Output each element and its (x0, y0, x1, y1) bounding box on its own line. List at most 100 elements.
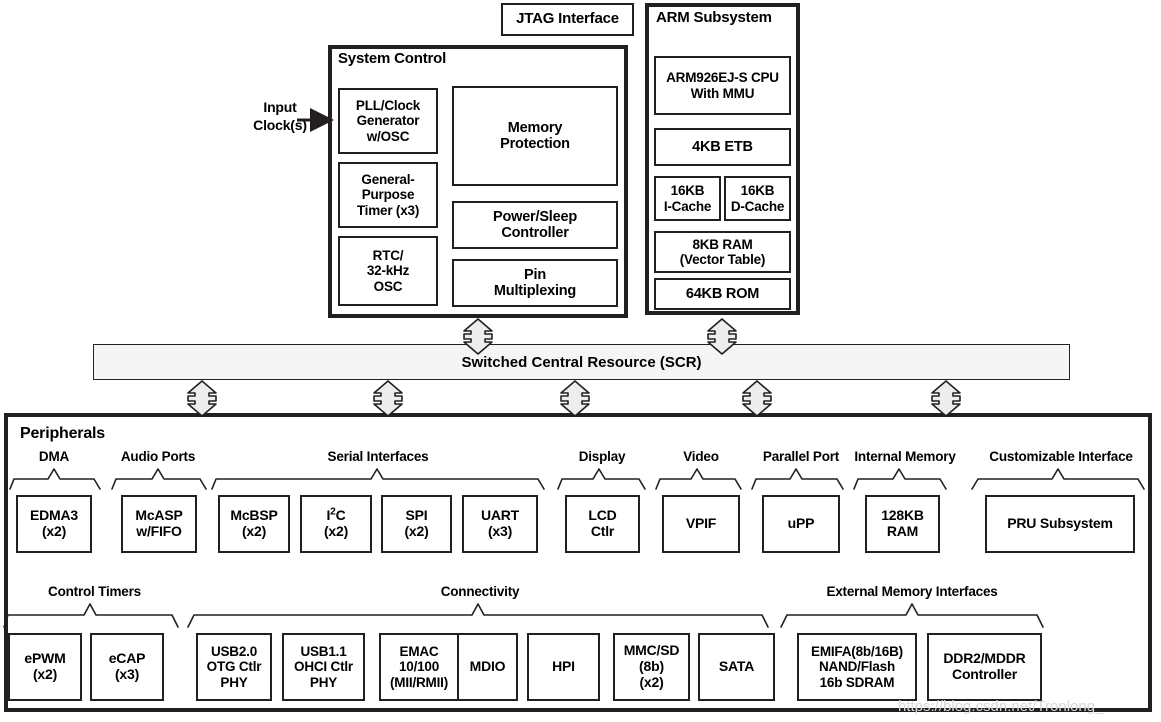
i2c-block: I2C (x2) (300, 495, 372, 553)
usb11-ohci-block: USB1.1 OHCI Ctlr PHY (282, 633, 365, 701)
usb11-line2: OHCI Ctlr (294, 659, 353, 675)
usb11-line1: USB1.1 (300, 644, 347, 660)
arm-cpu-line2: With MMU (690, 85, 755, 101)
jtag-interface-block: JTAG Interface (501, 3, 634, 36)
usb11-line3: PHY (309, 674, 338, 690)
input-clock-label: Input Clock(s) (237, 99, 323, 134)
mmcsd-line2: (8b) (639, 658, 664, 675)
usb20-otg-block: USB2.0 OTG Ctlr PHY (196, 633, 272, 701)
vpif-label: VPIF (685, 515, 717, 532)
psc-line1: Power/Sleep (492, 208, 578, 225)
ecap-line2: (x3) (114, 666, 140, 682)
sata-label: SATA (718, 658, 755, 675)
usb20-line1: USB2.0 (210, 644, 258, 660)
usb20-line3: PHY (220, 674, 248, 690)
icache-line2: I-Cache (663, 198, 712, 214)
gpt-line1: General- (361, 172, 415, 188)
group-label-connectivity: Connectivity (440, 584, 520, 599)
pin-multiplexing-block: Pin Multiplexing (452, 259, 618, 307)
rtc-line2: 32-kHz (366, 263, 410, 279)
group-label-video: Video (683, 449, 719, 464)
ecap-block: eCAP (x3) (90, 633, 164, 701)
upp-label: uPP (787, 515, 815, 532)
mcasp-line1: McASP (135, 507, 183, 524)
input-clock-line1: Input (263, 99, 297, 115)
pll-line3: w/OSC (366, 128, 410, 144)
emac-line2: 10/100 (398, 659, 440, 675)
arrow-scr-peripherals-5 (931, 380, 961, 417)
lcd-line1: LCD (588, 507, 617, 524)
i2c-line2: (x2) (323, 523, 349, 539)
emifa-line3: 16b SDRAM (819, 674, 895, 690)
mcasp-line2: w/FIFO (136, 523, 182, 539)
edma3-line2: (x2) (41, 523, 67, 539)
watermark-text: https://blog.csdn.net/Tronlong_ (898, 698, 1104, 715)
rom-label: 64KB ROM (685, 285, 760, 302)
hpi-label: HPI (552, 658, 575, 675)
vram-line1: 8KB RAM (692, 236, 753, 252)
arm-subsystem-title: ARM Subsystem (656, 9, 772, 26)
uart-line2: (x3) (487, 523, 513, 539)
internal-ram-block: 128KB RAM (865, 495, 940, 553)
emac-line1: EMAC (399, 644, 439, 660)
mcbsp-line1: McBSP (230, 507, 278, 524)
d-cache-block: 16KB D-Cache (724, 176, 791, 221)
mcbsp-block: McBSP (x2) (218, 495, 290, 553)
system-control-title: System Control (338, 50, 447, 67)
group-label-customizable-interface: Customizable Interface (989, 449, 1133, 464)
usb20-line2: OTG Ctlr (206, 659, 262, 675)
ddr2-mddr-controller-block: DDR2/MDDR Controller (927, 633, 1042, 701)
etb-block: 4KB ETB (654, 128, 791, 166)
group-label-serial-interfaces: Serial Interfaces (327, 449, 429, 464)
general-purpose-timer-block: General- Purpose Timer (x3) (338, 162, 438, 228)
uart-block: UART (x3) (462, 495, 538, 553)
mdio-label: MDIO (469, 658, 506, 675)
rtc-32khz-osc-block: RTC/ 32-kHz OSC (338, 236, 438, 306)
arrow-scr-peripherals-3 (560, 380, 590, 417)
lcd-ctlr-block: LCD Ctlr (565, 495, 640, 553)
pinmux-line2: Multiplexing (493, 283, 577, 299)
arrow-scr-peripherals-4 (742, 380, 772, 417)
i-cache-block: 16KB I-Cache (654, 176, 721, 221)
pll-line1: PLL/Clock (355, 98, 421, 114)
scr-label: Switched Central Resource (SCR) (461, 353, 702, 371)
emifa-line1: EMIFA(8b/16B) (811, 644, 903, 660)
epwm-block: ePWM (x2) (8, 633, 82, 701)
group-label-parallel-port: Parallel Port (762, 449, 840, 464)
group-label-audio-ports: Audio Ports (120, 449, 196, 464)
rom-block: 64KB ROM (654, 278, 791, 310)
vram-line2: (Vector Table) (679, 252, 766, 267)
input-clock-line2: Clock(s) (253, 116, 307, 133)
group-label-internal-memory: Internal Memory (854, 449, 956, 464)
emifa-block: EMIFA(8b/16B) NAND/Flash 16b SDRAM (797, 633, 917, 701)
dcache-line1: 16KB (740, 183, 775, 199)
gpt-line3: Timer (x3) (356, 202, 420, 218)
jtag-interface-label: JTAG Interface (516, 10, 619, 28)
epwm-line2: (x2) (32, 666, 58, 682)
mmc-sd-block: MMC/SD (8b) (x2) (613, 633, 690, 701)
mmcsd-line1: MMC/SD (623, 642, 680, 659)
mcasp-block: McASP w/FIFO (121, 495, 197, 553)
epwm-line1: ePWM (24, 650, 66, 667)
mcbsp-line2: (x2) (241, 523, 267, 539)
group-label-dma: DMA (38, 449, 70, 464)
mmcsd-line3: (x2) (639, 673, 664, 690)
gpt-line2: Purpose (361, 187, 415, 203)
vector-ram-block: 8KB RAM (Vector Table) (654, 231, 791, 273)
etb-label: 4KB ETB (692, 138, 753, 155)
spi-line2: (x2) (404, 523, 429, 539)
power-sleep-controller-block: Power/Sleep Controller (452, 201, 618, 249)
spi-line1: SPI (405, 507, 428, 524)
rtc-line3: OSC (373, 278, 403, 294)
group-label-control-timers: Control Timers (48, 584, 141, 599)
pll-line2: Generator (356, 113, 420, 129)
peripherals-title: Peripherals (20, 425, 105, 442)
sata-block: SATA (698, 633, 775, 701)
upp-block: uPP (762, 495, 840, 553)
group-label-external-memory-interfaces: External Memory Interfaces (826, 584, 998, 599)
psc-line2: Controller (501, 225, 569, 241)
hpi-block: HPI (527, 633, 600, 701)
iram-line2: RAM (886, 523, 919, 539)
uart-line1: UART (480, 507, 520, 524)
emifa-line2: NAND/Flash (818, 659, 895, 675)
